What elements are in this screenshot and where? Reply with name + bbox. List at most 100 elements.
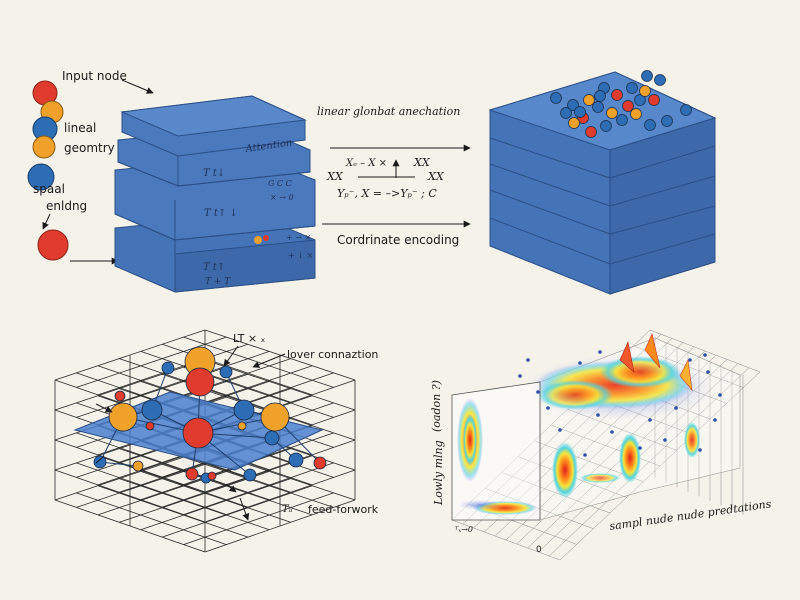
ff-small-label: Tₐ	[282, 504, 293, 515]
top-nodes	[550, 70, 692, 138]
heatmap-label-mid: Lowly mlng	[432, 440, 445, 506]
input-node-arrow	[121, 79, 154, 94]
blue-node	[233, 399, 255, 421]
graph-node	[550, 92, 562, 104]
scatter-dot	[558, 428, 562, 432]
legend-input-node: Input node	[62, 69, 127, 83]
legend-lineal: lineal	[64, 121, 96, 135]
graph-node	[606, 107, 618, 119]
formula-line3: Yₚ⁻, X = –>Yₚ⁻ ; C	[337, 187, 437, 200]
formula-line2-right: XX	[427, 170, 445, 183]
small-red-node	[114, 390, 126, 402]
scatter-dot	[688, 358, 692, 362]
scatter-dot	[663, 438, 667, 442]
graph-node	[600, 120, 612, 132]
graph-node	[630, 108, 642, 120]
blue-node	[141, 399, 163, 421]
legend-node-red-2	[37, 229, 69, 261]
slab1-gcc: G C C	[268, 179, 292, 188]
graph-node	[568, 117, 580, 129]
heatmap-axis-bottom: ᵀₓ→0	[455, 525, 473, 534]
graph-node	[661, 115, 673, 127]
graph-node	[626, 82, 638, 94]
graph-node	[592, 101, 604, 113]
slab2-xaa: × → 0	[270, 193, 294, 202]
graph-node	[648, 94, 660, 106]
small-red-node	[185, 467, 199, 481]
scatter-dot	[718, 393, 722, 397]
left-node-orange	[108, 402, 138, 432]
small-orange-node	[132, 460, 144, 472]
scatter-dot	[536, 390, 540, 394]
graph-node	[585, 126, 597, 138]
blue-node	[264, 430, 280, 446]
blue-node	[93, 455, 107, 469]
blue-node	[161, 361, 175, 375]
scatter-dot	[598, 350, 602, 354]
encoding-arrow	[42, 213, 51, 230]
graph-node	[567, 99, 579, 111]
blue-node	[219, 365, 233, 379]
graph-node	[634, 94, 646, 106]
transform-arrows: linear glonbat anechation Xₑ – X × XX XX…	[317, 105, 471, 247]
scatter-dot	[638, 446, 642, 450]
scatter-dot	[546, 406, 550, 410]
center-node-red-top	[185, 367, 215, 397]
small-red-node	[207, 471, 217, 481]
slab2-text: T t↑ ↓	[204, 208, 238, 219]
scatter-dot	[526, 358, 530, 362]
formula-line1-right: XX	[413, 156, 431, 169]
scatter-dot	[698, 448, 702, 452]
legend-encoding: enldng	[46, 199, 87, 213]
coordinate-encoding-label: Cordrinate encoding	[337, 233, 459, 247]
scatter-dot	[610, 430, 614, 434]
prediction-heatmap: (oadon ?) Lowly mlng ᵀₓ→0 0 sampl nude n…	[430, 329, 772, 561]
linear-global-label: linear glonbat anechation	[317, 105, 460, 118]
right-node-orange	[260, 402, 290, 432]
scatter-dot	[703, 353, 707, 357]
small-red-node	[145, 421, 155, 431]
blue-node	[243, 468, 257, 482]
heatmap-label-top: (oadon ?)	[430, 380, 443, 432]
graph-node	[594, 90, 606, 102]
node-lattice: LT × ₓ lover connaztion Tₐ feed-forwork	[54, 329, 379, 553]
legend: Input node lineal geomtry spaal enldng	[27, 69, 154, 265]
stack-node-red	[263, 235, 269, 241]
formula-line1-mid: Xₑ – X ×	[345, 158, 387, 169]
small-orange-node	[237, 421, 247, 431]
graph-node	[644, 119, 656, 131]
slab3-text-b: T + T	[205, 277, 231, 287]
graph-node	[574, 106, 586, 118]
legend-node-orange-2	[32, 135, 56, 159]
graph-node	[641, 70, 653, 82]
scatter-dot	[674, 406, 678, 410]
heatmap-zero: 0	[536, 545, 542, 555]
slab1-text: T t↓	[203, 168, 225, 179]
graph-node	[611, 89, 623, 101]
right-layer-stack	[488, 70, 717, 295]
feed-forward-label: feed-forwork	[308, 503, 379, 516]
slab3-text-a: T t↑	[203, 262, 225, 273]
legend-node-blue-2	[27, 163, 55, 191]
scatter-dot	[596, 413, 600, 417]
scatter-dot	[518, 374, 522, 378]
layer-connection-label: lover connaztion	[287, 348, 378, 361]
lt-label: LT × ₓ	[233, 332, 266, 345]
formula-line2-left: XX	[326, 170, 344, 183]
graph-node	[560, 107, 572, 119]
scatter-dot	[706, 370, 710, 374]
legend-spatial: spaal	[33, 182, 65, 196]
blue-node	[288, 452, 304, 468]
graph-node	[622, 100, 634, 112]
slab3-marks: + → × + ↓ ×	[286, 233, 314, 260]
graph-node	[654, 74, 666, 86]
graph-node	[639, 85, 651, 97]
small-red-node	[313, 456, 327, 470]
center-node-red	[182, 417, 214, 449]
scatter-dot	[583, 453, 587, 457]
stack-node-orange	[254, 236, 262, 244]
scatter-dot	[713, 418, 717, 422]
graph-node	[680, 104, 692, 116]
